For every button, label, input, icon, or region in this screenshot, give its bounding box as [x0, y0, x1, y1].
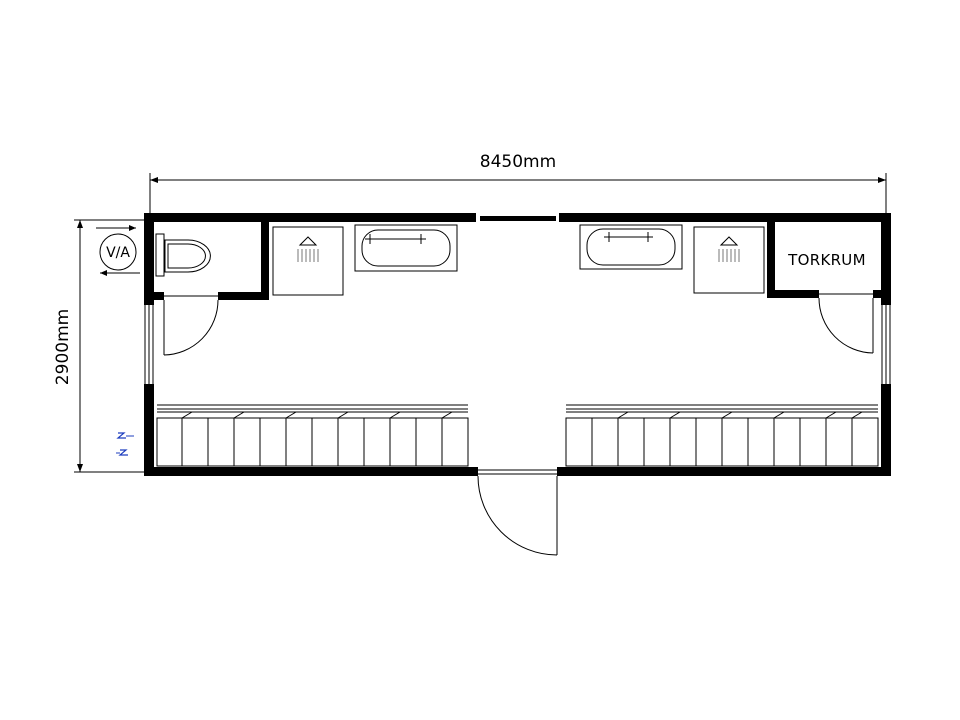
sink-icon: [361, 229, 451, 267]
drying-room: TORKRUM: [767, 222, 881, 354]
right-window: [881, 305, 891, 384]
toilet-icon: [155, 233, 211, 277]
bench-right: [565, 404, 879, 467]
entrance-door: [477, 469, 558, 556]
ventilation-label: V/A: [106, 245, 130, 261]
left-window: [144, 305, 154, 384]
shower-left: [272, 226, 344, 296]
ventilation-symbol: V/A: [96, 225, 140, 276]
sink-right: [579, 224, 683, 270]
width-dimension-label: 8450mm: [480, 152, 556, 172]
height-dimension-label: 2900mm: [53, 309, 73, 385]
height-dimension: 2900mm: [53, 219, 146, 473]
bench-left: [156, 404, 469, 467]
sink-left: [354, 224, 458, 272]
toilet-room: [154, 222, 269, 356]
shower-right: [693, 226, 765, 294]
shower-icon: [718, 236, 740, 262]
sink-icon: [586, 228, 676, 266]
drying-room-label: TORKRUM: [787, 251, 866, 269]
width-dimension: 8450mm: [149, 152, 887, 215]
heater-icon: [116, 432, 134, 456]
outer-walls: [144, 213, 891, 476]
shower-icon: [297, 236, 319, 262]
